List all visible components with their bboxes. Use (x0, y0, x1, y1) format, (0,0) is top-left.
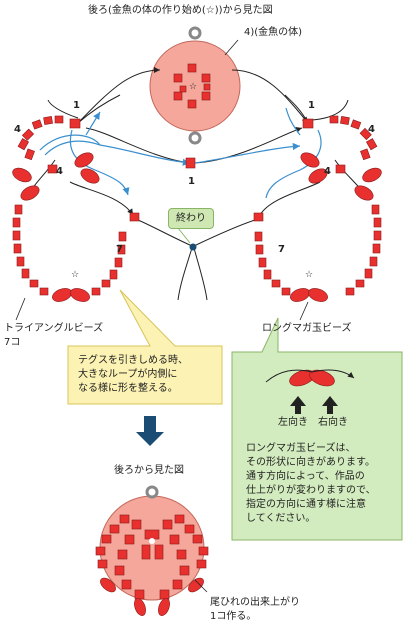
direction-arrows (290, 396, 338, 414)
num-1-center: 1 (188, 176, 195, 187)
green-note-line: その形状に向きがあります。 (246, 457, 375, 468)
yellow-note-line: 大きなループが内側に (78, 369, 178, 380)
num-4-right-mid: 4 (324, 166, 331, 177)
body-beads-top (173, 63, 211, 109)
body-label: 4)(金魚の体) (244, 27, 303, 38)
yellow-note-line: テグスを引きしめる時、 (78, 355, 188, 366)
triangle-beads-label: トライアングルビーズ (4, 323, 104, 334)
goldfish-body-bottom (99, 495, 205, 601)
right-direction-label: 右向き (318, 417, 348, 428)
green-note-line: 仕上がりが変わりますので、 (246, 485, 376, 496)
ring-bottom (188, 131, 202, 145)
left-bead-ring (12, 115, 140, 296)
num-4-left-mid: 4 (56, 166, 63, 177)
tail-done-label-2: 1コ作る。 (210, 611, 257, 622)
num-7-left: 7 (116, 244, 123, 255)
end-knot (189, 243, 197, 251)
green-note-line: してください。 (246, 513, 316, 524)
num-7-right: 7 (278, 244, 285, 255)
yellow-note-line: なる様に形を整える。 (78, 383, 178, 394)
left-magatama-beads (12, 167, 90, 302)
end-label: 終わり (168, 208, 214, 229)
down-arrow-icon (136, 416, 164, 446)
green-callout-box (231, 317, 403, 541)
green-note: ロングマガ玉ビーズは、 その形状に向きがあります。 通す方向によって、作品の 仕… (246, 442, 376, 526)
ring-top (188, 26, 202, 40)
num-4-right-top: 4 (368, 124, 375, 135)
long-magatama-label: ロングマガ玉ビーズ (262, 323, 352, 334)
right-bead-ring (253, 115, 382, 296)
goldfish-body-top (149, 40, 241, 132)
green-note-line: 通す方向によって、作品の (246, 471, 365, 482)
num-1-right: 1 (308, 100, 315, 111)
left-direction-label: 左向き (278, 417, 308, 428)
num-4-left-top: 4 (14, 124, 21, 135)
star-mark-left: ☆ (71, 270, 80, 280)
yellow-callout-box (67, 289, 223, 405)
center-beads (74, 152, 196, 184)
magatama-direction-beads (289, 369, 335, 387)
yellow-note: テグスを引きしめる時、 大きなループが内側に なる様に形を整える。 (78, 354, 188, 396)
tail-done-label-1: 尾ひれの出来上がり (210, 597, 300, 608)
green-note-line: 指定の方向に通す様に注意 (246, 499, 366, 510)
star-mark-top: ☆ (189, 82, 198, 92)
top-title: 後ろ(金魚の体の作り始め(☆))から見た図 (88, 5, 273, 16)
back-view-title: 後ろから見た図 (114, 465, 184, 476)
tail-beads (95, 514, 209, 616)
num-1-left: 1 (73, 100, 80, 111)
ring-bottom-view (145, 485, 159, 499)
green-note-line: ロングマガ玉ビーズは、 (246, 443, 356, 454)
blue-thread (39, 107, 322, 199)
star-mark-right: ☆ (305, 270, 314, 280)
right-magatama-beads (290, 152, 382, 302)
triangle-count-label: 7コ (4, 337, 21, 348)
